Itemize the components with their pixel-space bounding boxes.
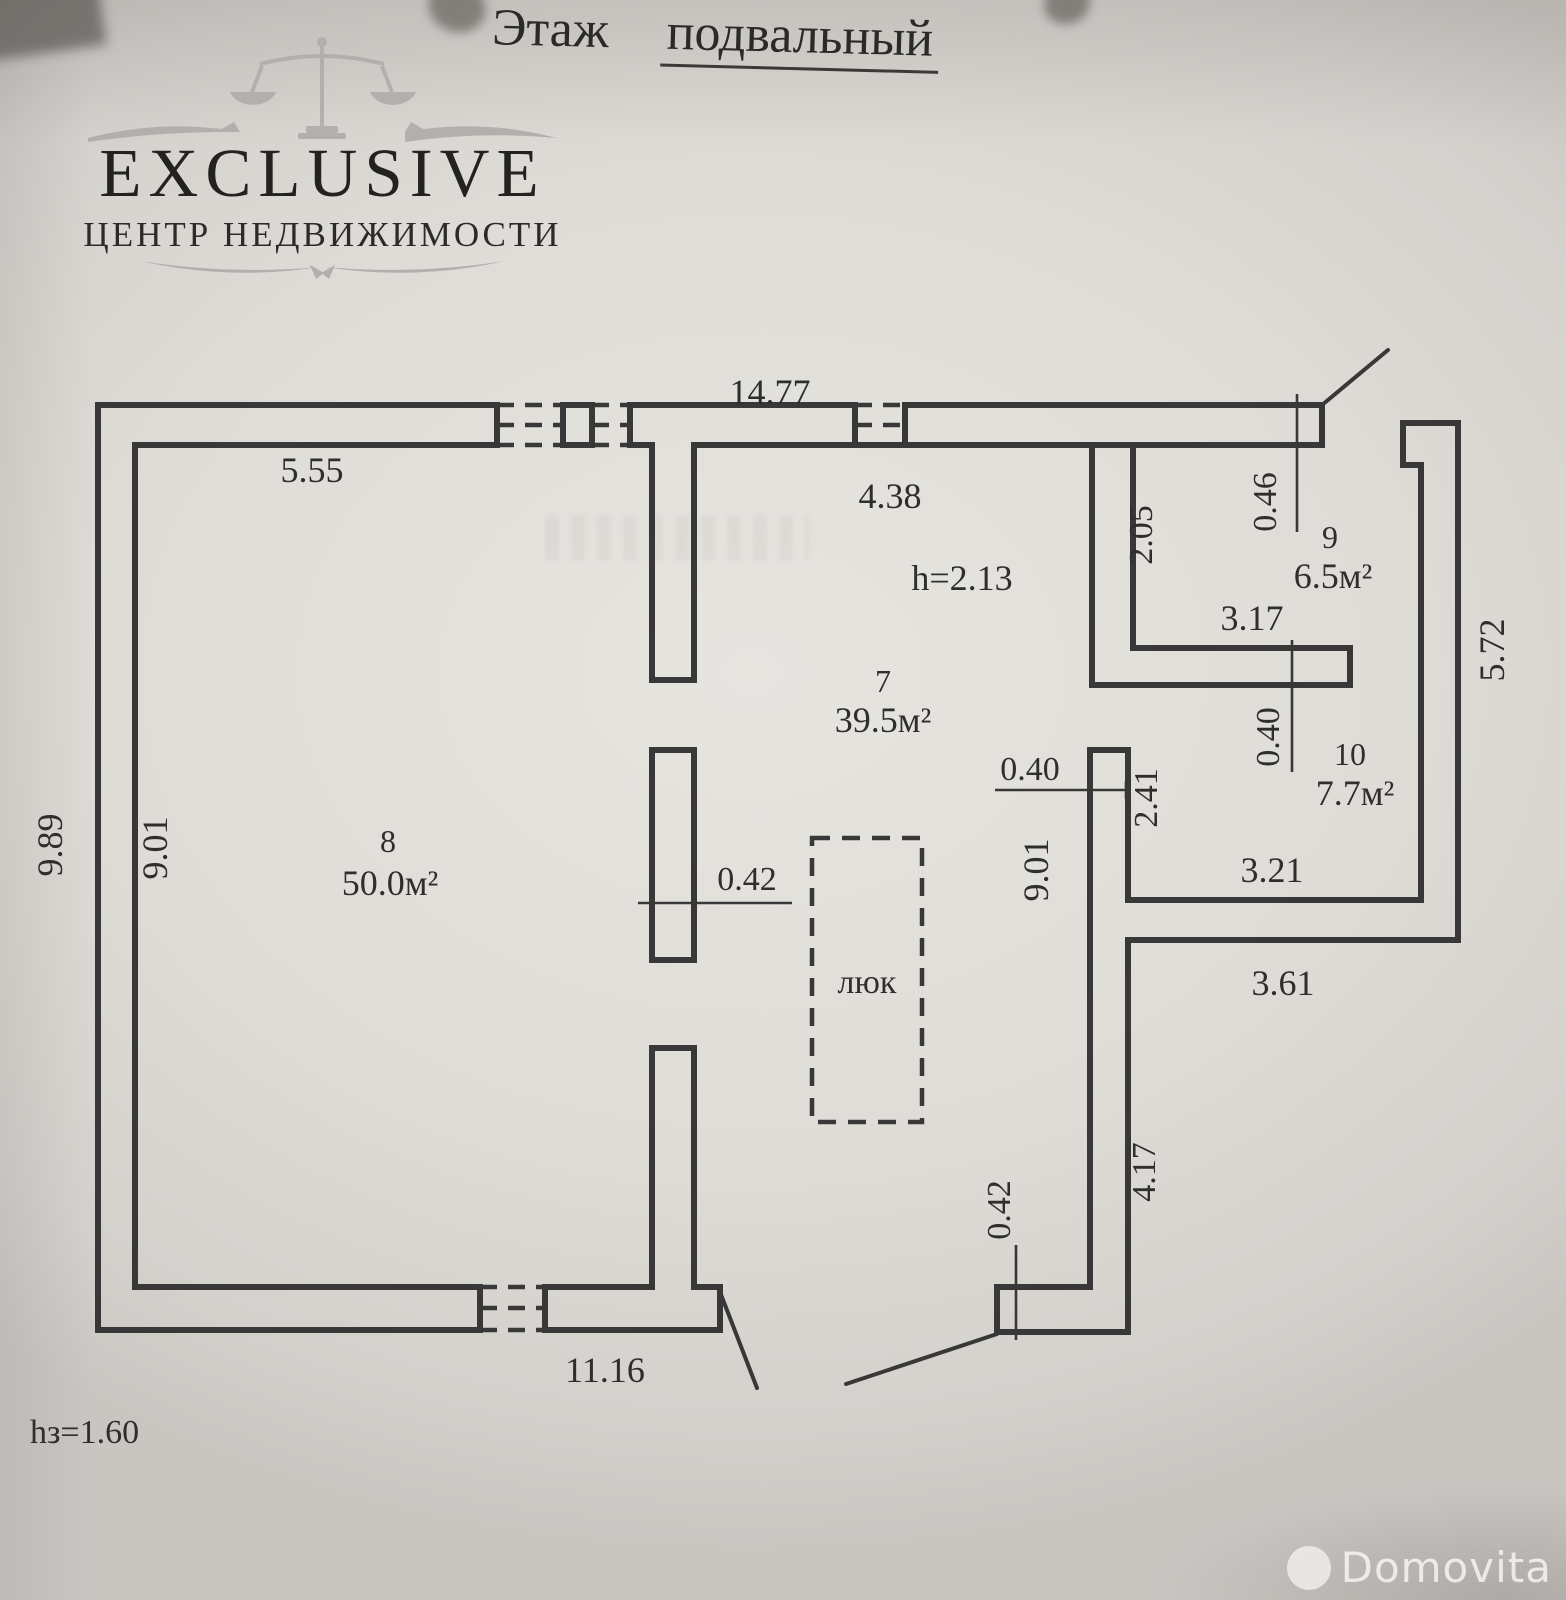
agency-logo: EXCLUSIVE ЦЕНТР НЕДВИЖИМОСТИ [70, 30, 575, 289]
room8-number: 8 [380, 823, 396, 859]
room10-number: 10 [1334, 736, 1366, 772]
dim-wall-9-10-thickness: 0.40 [1250, 707, 1287, 767]
dim-bottom-width: 11.16 [565, 1350, 645, 1390]
room7-number: 7 [875, 663, 891, 699]
hatch-label: люк [838, 964, 897, 1001]
dim-room9-left: 2.05 [1123, 505, 1160, 565]
logo-subtitle-text: ЦЕНТР НЕДВИЖИМОСТИ [83, 215, 562, 254]
domovita-logo-icon [1286, 1545, 1331, 1590]
dim-room7-top: 4.38 [859, 476, 922, 516]
dim-room10-left: 2.41 [1128, 768, 1165, 828]
scales-icon [88, 37, 557, 142]
partition-pillar-top [649, 442, 697, 683]
partition-pillar-middle [649, 747, 697, 963]
logo-upper-flourish [88, 122, 557, 142]
note-ceiling-height: h=2.13 [911, 558, 1012, 598]
dim-right-wall: 5.72 [1472, 619, 1512, 682]
dim-room8-top: 5.55 [281, 450, 344, 490]
partition-pillar-bottom [649, 1045, 697, 1290]
dim-room7-right: 9.01 [1016, 839, 1056, 902]
logo-lower-flourish [140, 261, 505, 279]
dim-wall-7-10-thickness: 0.40 [1000, 751, 1060, 788]
room7-area: 39.5м² [835, 700, 932, 740]
dimension-lines [638, 394, 1306, 1340]
note-basement-height: hз=1.60 [30, 1414, 139, 1451]
watermark-text: Domovita [1340, 1543, 1552, 1592]
dim-bottom-wall-thickness: 0.42 [981, 1180, 1018, 1240]
stamp-remnant-smudge [545, 515, 810, 561]
dim-room10-bottom: 3.21 [1241, 850, 1304, 890]
dim-top-wall-thickness: 0.46 [1247, 472, 1284, 532]
window-openings [480, 402, 905, 1333]
room10-area: 7.7м² [1316, 773, 1395, 813]
dim-outer-left: 9.89 [30, 814, 70, 877]
dim-room9-bottom: 3.17 [1221, 598, 1284, 638]
dim-bottom-right-width: 3.61 [1252, 963, 1315, 1003]
top-right-leader-line [1320, 348, 1390, 407]
dim-mid-wall-thickness: 0.42 [717, 861, 777, 898]
dim-top-width: 14.77 [730, 372, 811, 412]
dim-lower-right-wall: 4.17 [1126, 1142, 1163, 1202]
room9-area: 6.5м² [1294, 556, 1373, 596]
entrance-opening-lines [718, 348, 1390, 1390]
plan-labels: 14.77 5.55 4.38 h=2.13 2.05 0.46 9 6.5м²… [30, 372, 1512, 1451]
logo-brand-text: EXCLUSIVE [99, 135, 546, 211]
dim-room8-left: 9.01 [135, 817, 175, 880]
watermark: Domovita [1286, 1543, 1552, 1592]
hatch-outline [809, 835, 925, 1125]
room8-area: 50.0м² [342, 863, 439, 903]
room9-number: 9 [1322, 519, 1338, 555]
